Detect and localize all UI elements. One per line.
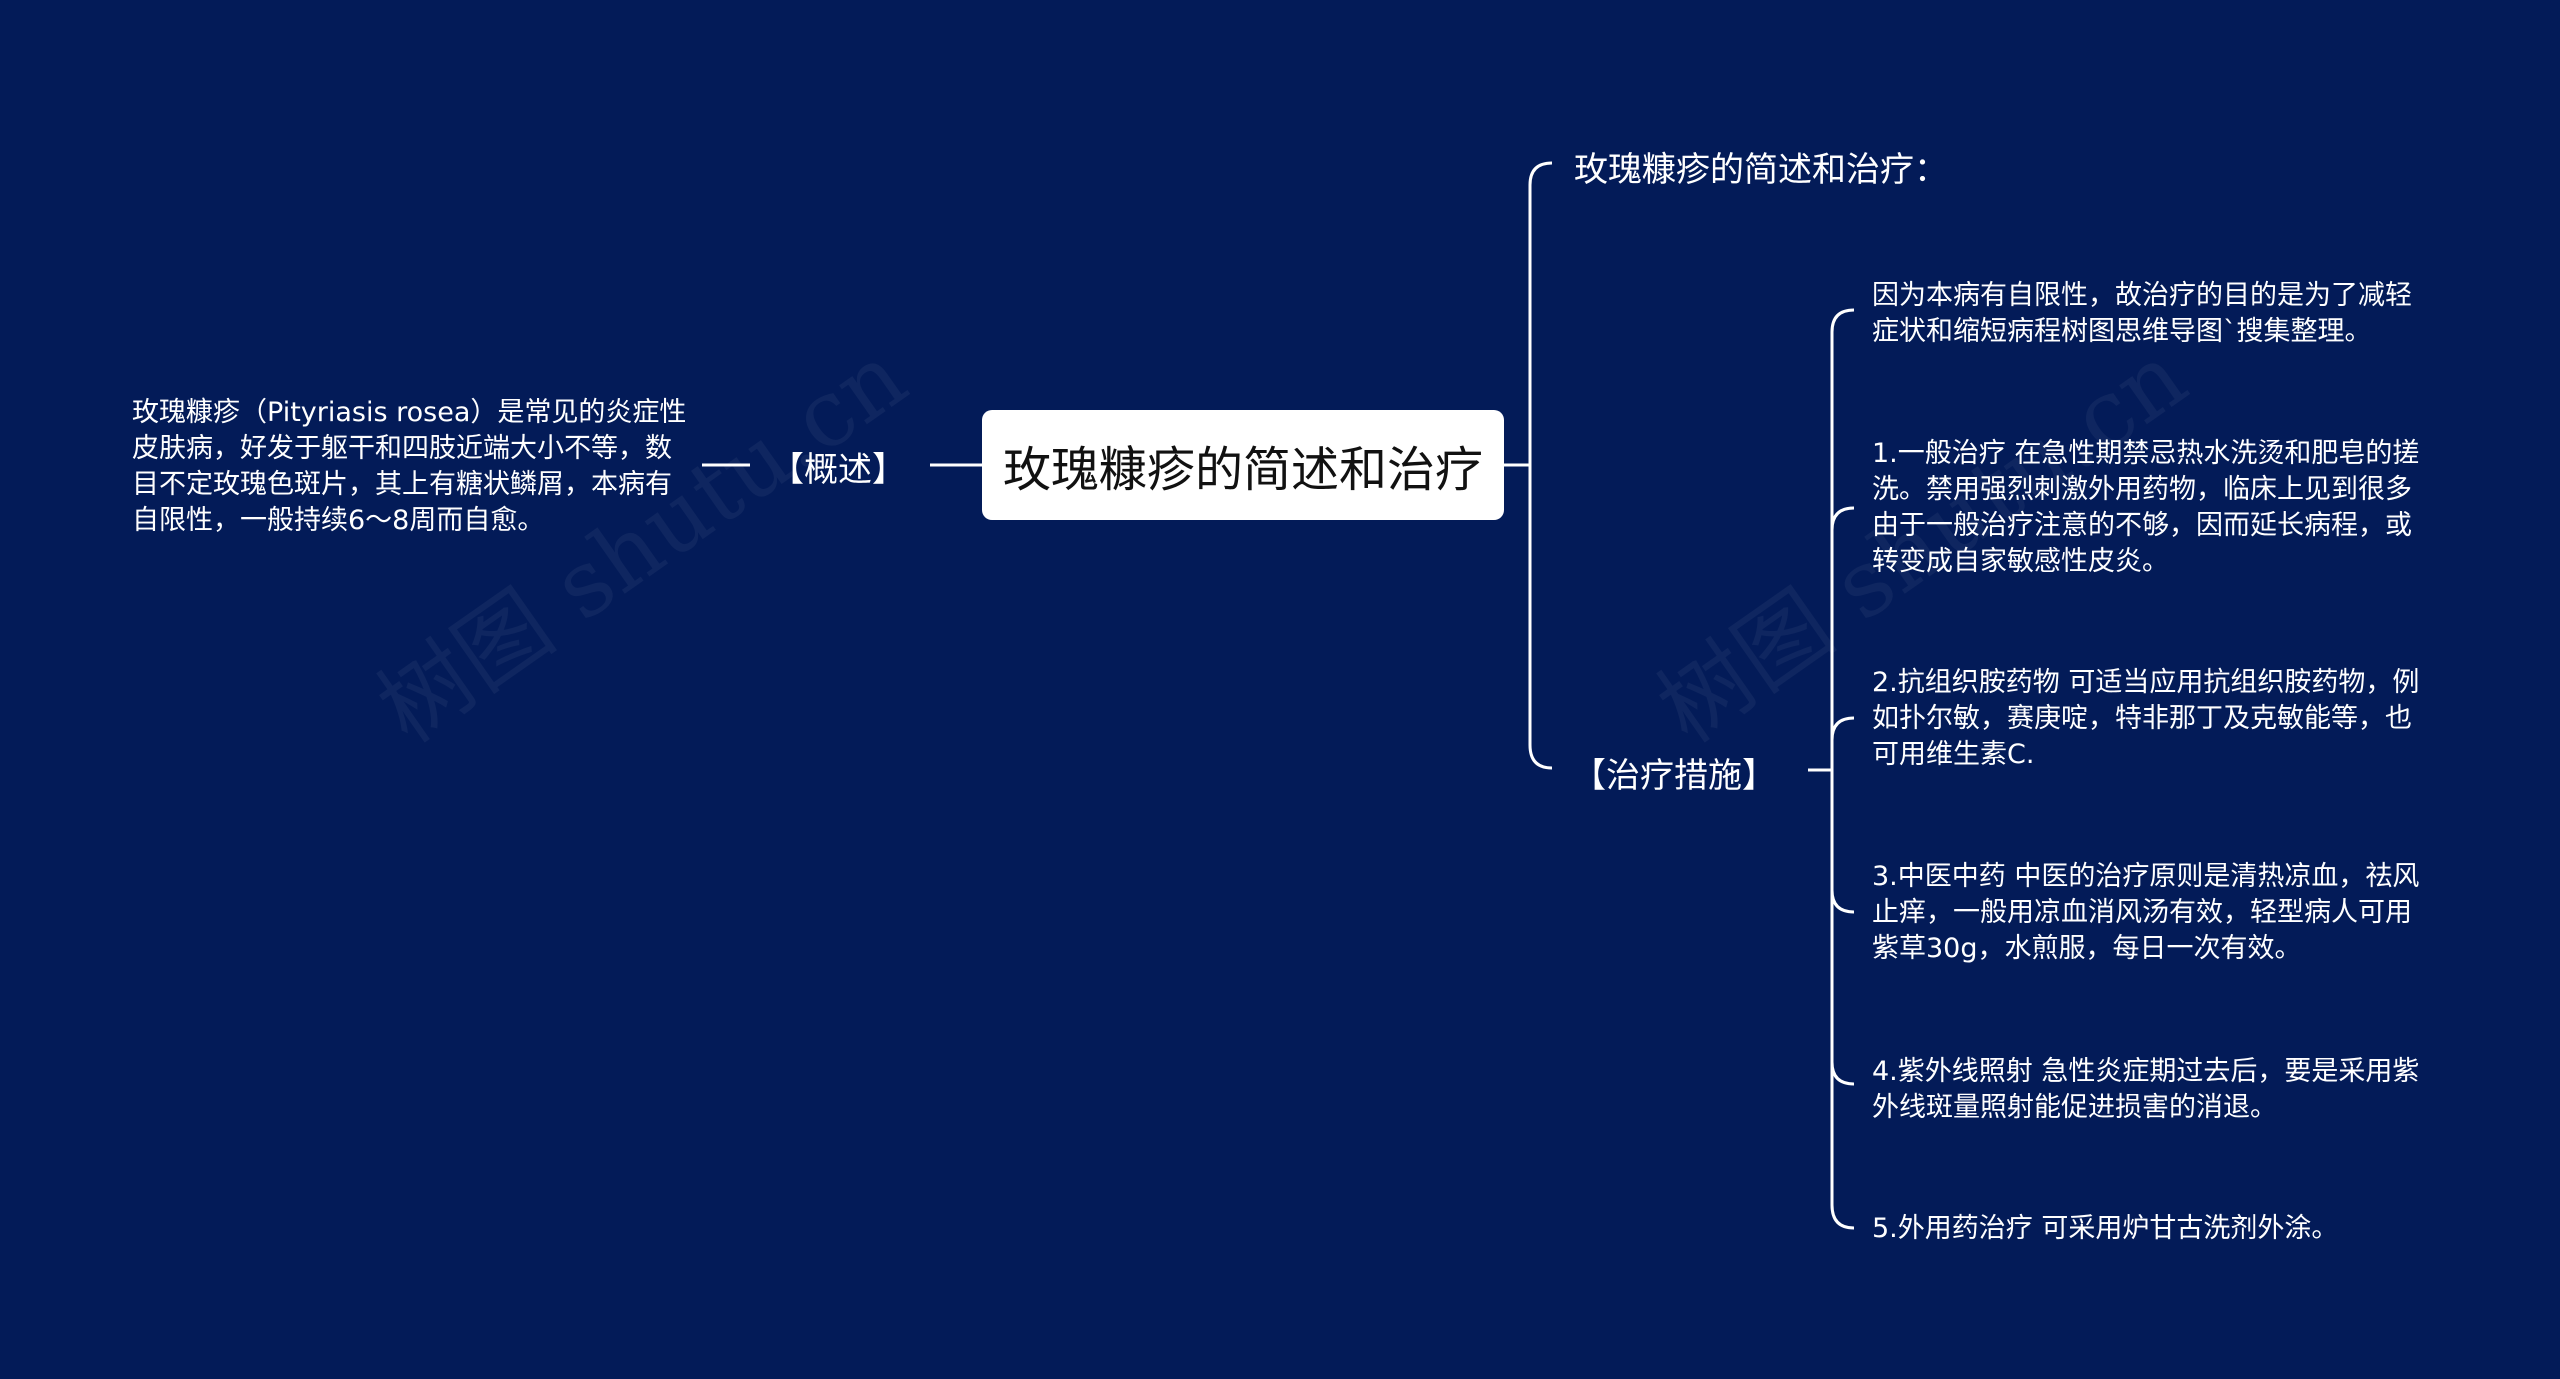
connector-right-trunk <box>1528 161 1553 770</box>
connector-item-2 <box>1830 506 1855 531</box>
treatment-item[interactable]: 因为本病有自限性，故治疗的目的是为了减轻症状和缩短病程树图思维导图`搜集整理。 <box>1872 280 2412 347</box>
treatment-item[interactable]: 5.外用药治疗 可采用炉甘古洗剂外涂。 <box>1872 1213 2339 1244</box>
summary-heading[interactable]: 玫瑰糠疹的简述和治疗： <box>1574 150 1948 190</box>
treatment-item[interactable]: 3.中医中药 中医的治疗原则是清热凉血，祛风止痒，一般用凉血消风汤有效，轻型病人… <box>1872 861 2420 964</box>
connector-item-3 <box>1830 716 1855 741</box>
overview-branch[interactable]: 【概述】 <box>770 450 906 490</box>
connector-item-4 <box>1830 889 1855 914</box>
connector-treatment-trunk <box>1830 308 1855 1230</box>
treatment-item[interactable]: 4.紫外线照射 急性炎症期过去后，要是采用紫外线斑量照射能促进损害的消退。 <box>1872 1056 2420 1123</box>
root-node[interactable]: 玫瑰糠疹的简述和治疗 <box>982 410 1504 520</box>
overview-text[interactable]: 玫瑰糠疹（Pityriasis rosea）是常见的炎症性皮肤病，好发于躯干和四… <box>132 397 687 536</box>
treatment-branch[interactable]: 【治疗措施】 <box>1572 756 1776 796</box>
connector-item-5 <box>1830 1061 1855 1086</box>
treatment-item[interactable]: 2.抗组织胺药物 可适当应用抗组织胺药物，例如扑尔敏，赛庚啶，特非那丁及克敏能等… <box>1872 667 2420 770</box>
treatment-item[interactable]: 1.一般治疗 在急性期禁忌热水洗烫和肥皂的搓洗。禁用强烈刺激外用药物，临床上见到… <box>1872 438 2420 577</box>
